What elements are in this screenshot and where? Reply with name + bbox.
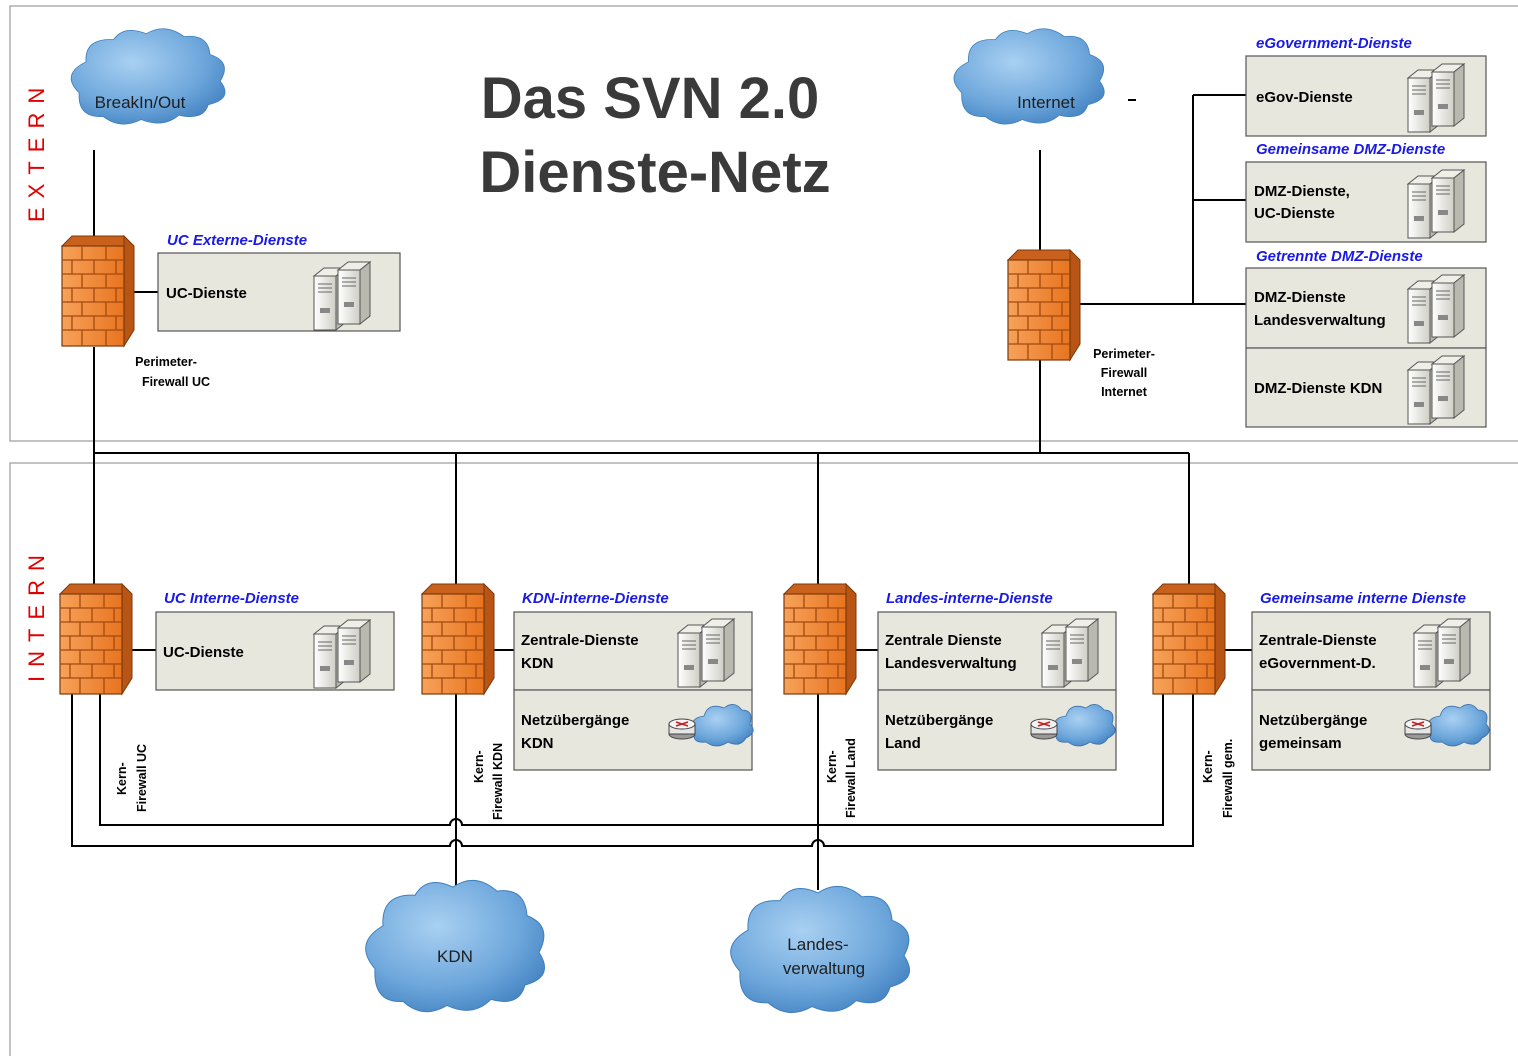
- svg-text:Firewall: Firewall: [1101, 366, 1148, 380]
- cloud-kdn: KDN: [365, 879, 546, 1013]
- firewall-perimeter-internet: Perimeter- Firewall Internet: [1007, 249, 1155, 399]
- group-kdn-interne-dienste: KDN-interne-Dienste Zentrale-Dienste KDN…: [513, 590, 754, 771]
- svg-text:Firewall KDN: Firewall KDN: [491, 743, 505, 820]
- svg-text:UC-Dienste: UC-Dienste: [163, 644, 244, 661]
- svg-text:DMZ-Dienste: DMZ-Dienste: [1254, 289, 1346, 306]
- svg-text:Netzübergänge: Netzübergänge: [885, 712, 993, 729]
- server-icon: [1407, 169, 1465, 239]
- server-icon: [1407, 274, 1465, 344]
- server-icon: [1041, 618, 1099, 688]
- zone-label-extern: EXTERN: [24, 79, 49, 222]
- cloud-label-landes-line2: verwaltung: [783, 959, 865, 978]
- svg-text:Perimeter-: Perimeter-: [1093, 347, 1155, 361]
- cloud-breakin-out: BreakIn/Out: [70, 28, 226, 125]
- svg-text:Firewall UC: Firewall UC: [135, 744, 149, 812]
- svg-text:Internet: Internet: [1101, 385, 1148, 399]
- intern-zone-frame: [9, 462, 1518, 1056]
- connection-lines: [71, 94, 1252, 890]
- svg-text:DMZ-Dienste,: DMZ-Dienste,: [1254, 183, 1350, 200]
- svg-text:Landes-interne-Dienste: Landes-interne-Dienste: [886, 590, 1053, 607]
- svg-text:KDN: KDN: [521, 735, 554, 752]
- group-getrennte-dmz-dienste: Getrennte DMZ-Dienste DMZ-Dienste Landes…: [1245, 248, 1487, 428]
- svg-text:Kern-: Kern-: [472, 750, 486, 783]
- svg-text:eGovernment-D.: eGovernment-D.: [1259, 655, 1376, 672]
- svg-text:KDN-interne-Dienste: KDN-interne-Dienste: [522, 590, 669, 607]
- diagram-title-line1: Das SVN 2.0: [481, 66, 820, 131]
- firewall-kern-kdn: Kern- Firewall KDN: [421, 583, 505, 820]
- zone-label-intern: INTERN: [24, 546, 49, 682]
- svg-text:Landesverwaltung: Landesverwaltung: [1254, 312, 1386, 329]
- cloud-landesverwaltung: Landes- verwaltung: [730, 885, 911, 1014]
- cloud-label-breakin: BreakIn/Out: [95, 93, 186, 112]
- server-icon: [1407, 63, 1465, 133]
- svg-text:Netzübergänge: Netzübergänge: [521, 712, 629, 729]
- server-icon: [313, 619, 371, 689]
- svg-text:UC Interne-Dienste: UC Interne-Dienste: [164, 590, 299, 607]
- svg-text:Landesverwaltung: Landesverwaltung: [885, 655, 1017, 672]
- group-uc-interne-dienste: UC Interne-Dienste UC-Dienste: [155, 590, 395, 691]
- cloud-label-landes-line1: Landes-: [787, 935, 848, 954]
- cloud-label-internet: Internet: [1017, 93, 1075, 112]
- svg-text:UC-Dienste: UC-Dienste: [166, 285, 247, 302]
- server-icon: [677, 618, 735, 688]
- svg-text:Firewall Land: Firewall Land: [844, 738, 858, 818]
- group-gemeinsame-interne-dienste: Gemeinsame interne Dienste Zentrale-Dien…: [1251, 590, 1491, 771]
- svg-text:Gemeinsame interne Dienste: Gemeinsame interne Dienste: [1260, 590, 1466, 607]
- svg-text:eGovernment-Dienste: eGovernment-Dienste: [1256, 35, 1412, 52]
- firewall-kern-gem: Kern- Firewall gem.: [1152, 583, 1235, 818]
- svg-text:Firewall gem.: Firewall gem.: [1221, 739, 1235, 818]
- svg-text:KDN: KDN: [521, 655, 554, 672]
- group-egovernment-dienste: eGovernment-Dienste eGov-Dienste: [1245, 35, 1487, 137]
- svg-text:Netzübergänge: Netzübergänge: [1259, 712, 1367, 729]
- svg-text:Land: Land: [885, 735, 921, 752]
- svg-text:DMZ-Dienste KDN: DMZ-Dienste KDN: [1254, 380, 1382, 397]
- cloud-internet: Internet: [953, 28, 1105, 125]
- svg-text:Perimeter-: Perimeter-: [135, 355, 197, 369]
- extern-zone-frame: [9, 5, 1518, 442]
- server-icon: [1413, 618, 1471, 688]
- svg-text:Kern-: Kern-: [1201, 750, 1215, 783]
- group-gemeinsame-dmz-dienste: Gemeinsame DMZ-Dienste DMZ-Dienste, UC-D…: [1245, 141, 1487, 243]
- cloud-label-kdn: KDN: [437, 947, 473, 966]
- svg-text:Kern-: Kern-: [115, 762, 129, 795]
- firewall-perimeter-uc: Perimeter- Firewall UC: [61, 235, 210, 389]
- server-icon: [1407, 355, 1465, 425]
- svg-text:Zentrale Dienste: Zentrale Dienste: [885, 632, 1002, 649]
- svg-text:eGov-Dienste: eGov-Dienste: [1256, 89, 1353, 106]
- group-landes-interne-dienste: Landes-interne-Dienste Zentrale Dienste …: [877, 590, 1117, 771]
- firewall-kern-uc: Kern- Firewall UC: [59, 583, 149, 812]
- svg-text:UC Externe-Dienste: UC Externe-Dienste: [167, 232, 307, 249]
- firewall-kern-land: Kern- Firewall Land: [783, 583, 858, 818]
- svg-text:Gemeinsame DMZ-Dienste: Gemeinsame DMZ-Dienste: [1256, 141, 1445, 158]
- svg-text:UC-Dienste: UC-Dienste: [1254, 205, 1335, 222]
- svg-text:Kern-: Kern-: [825, 750, 839, 783]
- server-icon: [313, 261, 371, 331]
- svg-text:Zentrale-Dienste: Zentrale-Dienste: [521, 632, 639, 649]
- svg-text:Firewall UC: Firewall UC: [142, 375, 210, 389]
- svg-text:Getrennte DMZ-Dienste: Getrennte DMZ-Dienste: [1256, 248, 1423, 265]
- group-uc-externe-dienste: UC Externe-Dienste UC-Dienste: [157, 232, 401, 332]
- svg-text:gemeinsam: gemeinsam: [1259, 735, 1342, 752]
- diagram-title-line2: Dienste-Netz: [479, 140, 830, 205]
- svg-text:Zentrale-Dienste: Zentrale-Dienste: [1259, 632, 1377, 649]
